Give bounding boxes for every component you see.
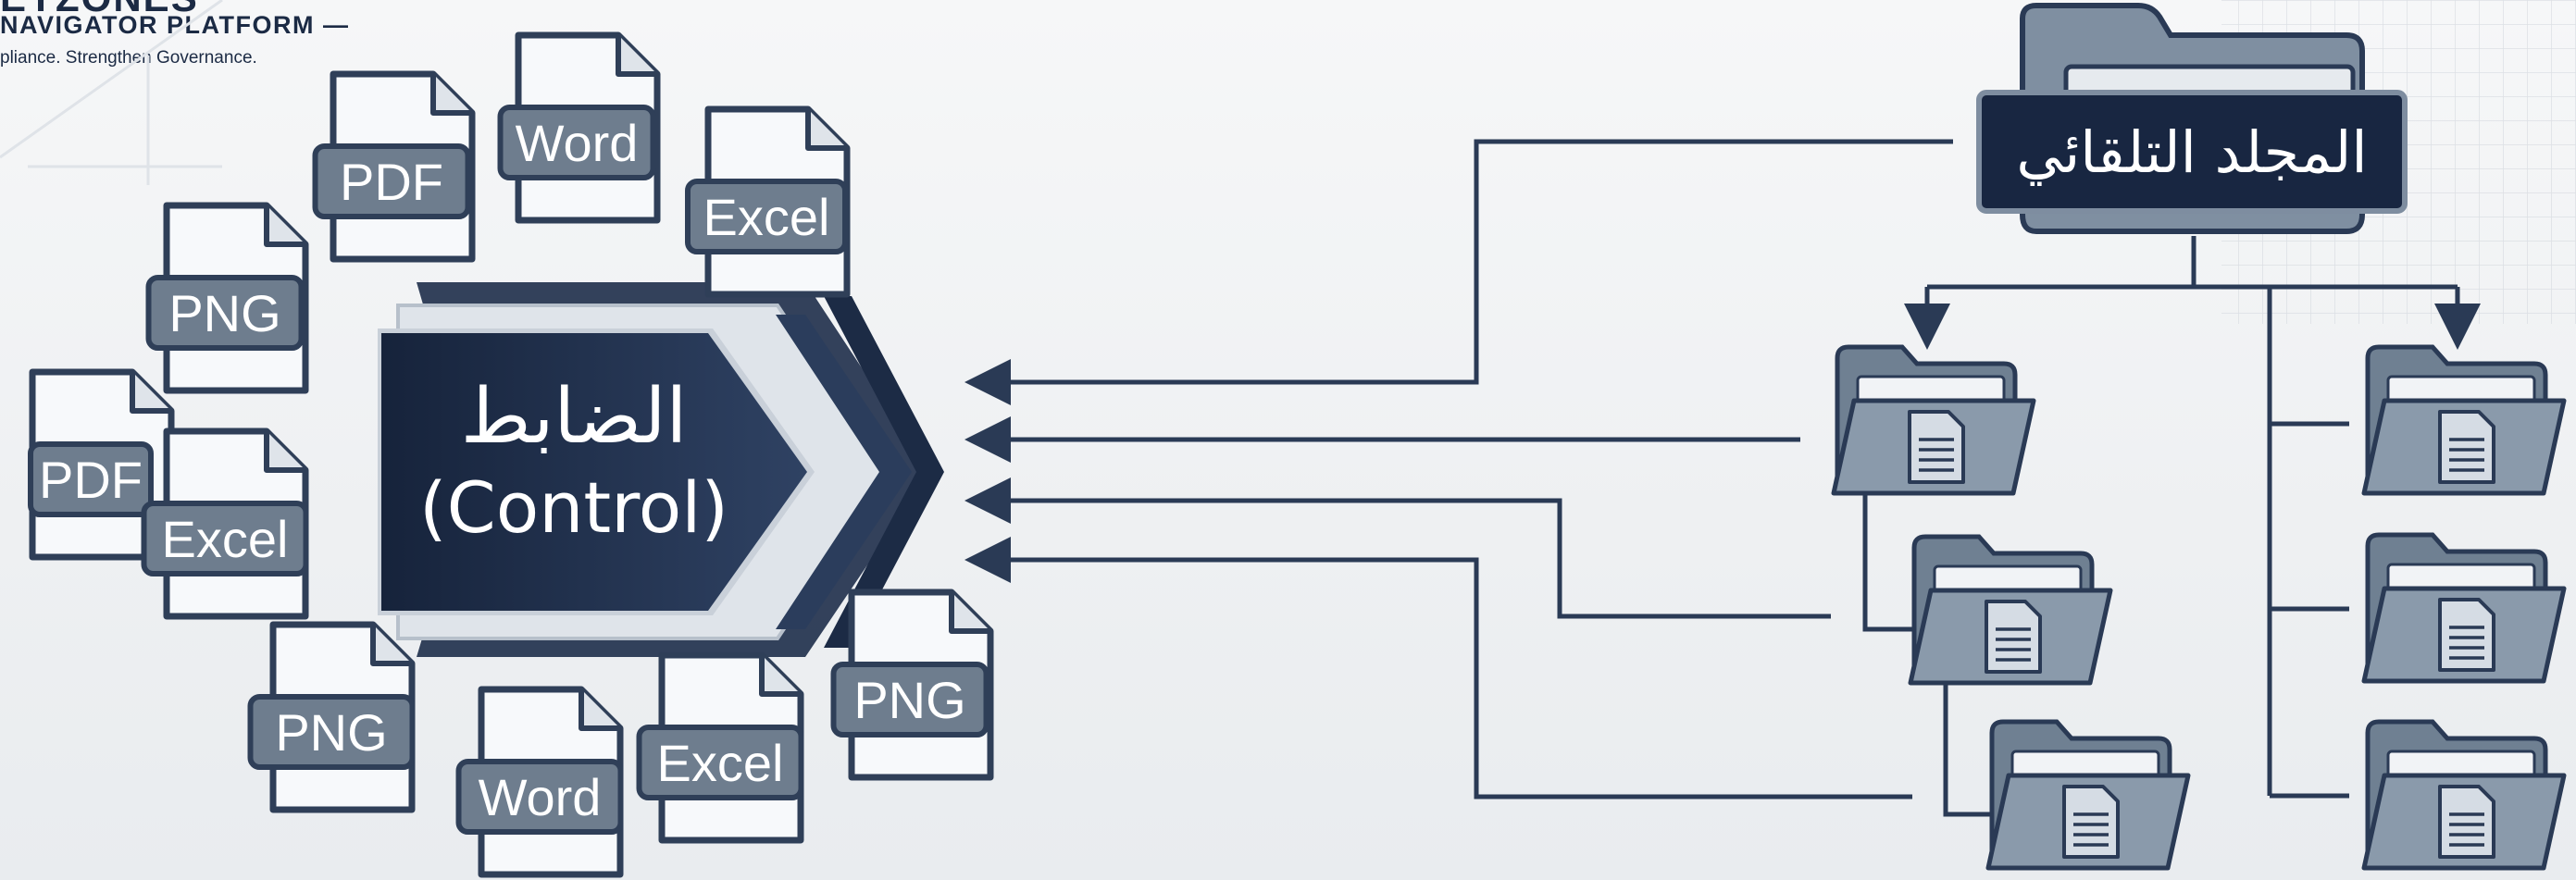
document-icon (2438, 410, 2495, 484)
file-type-label: PNG (275, 703, 387, 762)
file-icon-excel-top: Excel (685, 105, 851, 298)
file-icon-png-upper: PNG (145, 202, 309, 394)
document-icon (2062, 785, 2120, 859)
file-type-label: Word (479, 768, 602, 826)
file-icon-pdf-left: PDF (28, 368, 175, 561)
file-icon-word-top: Word (497, 31, 661, 224)
file-type-label: Word (516, 114, 639, 172)
document-icon (1985, 600, 2042, 674)
folder-icon-right-2 (2361, 532, 2567, 684)
file-icon-word-bottom: Word (455, 686, 624, 878)
brand-tagline: pliance. Strengthen Governance. (0, 48, 257, 68)
folder-icon-right-3 (2361, 719, 2567, 871)
brand-header: EYZONES NAVIGATOR PLATFORM — pliance. St… (0, 0, 389, 83)
file-type-label: PNG (168, 284, 280, 342)
file-type-label: PNG (853, 671, 965, 729)
folder-icon-left-2 (1908, 534, 2113, 686)
document-icon (1908, 410, 1965, 484)
file-icon-png-bottom-left: PNG (247, 621, 416, 813)
control-chevron: الضابط (Control) (378, 282, 944, 657)
file-type-label: PDF (39, 451, 143, 509)
auto-folder: المجلد التلقائي (1976, 3, 2408, 234)
file-icon-excel-left: Excel (141, 428, 309, 620)
connector-lines (964, 139, 2481, 817)
control-label-arabic: الضابط (461, 373, 688, 461)
file-icon-pdf-top: PDF (312, 70, 476, 263)
folder-icon-right-1 (2361, 344, 2567, 496)
file-icon-excel-bottom: Excel (636, 651, 804, 844)
document-icon (2438, 785, 2495, 859)
sub-folders (1831, 344, 2567, 871)
background-lines (0, 0, 223, 185)
control-label-english: (Control) (419, 466, 728, 549)
folder-icon-left-1 (1831, 344, 2036, 496)
file-type-label: Excel (703, 188, 830, 246)
brand-title: EYZONES (0, 0, 199, 20)
folder-icon-left-3 (1985, 719, 2191, 871)
file-icon-png-bottom-right: PNG (830, 589, 994, 781)
file-type-label: Excel (162, 510, 289, 568)
document-icon (2438, 598, 2495, 672)
auto-folder-label: المجلد التلقائي (2016, 118, 2367, 186)
file-type-label: Excel (657, 734, 784, 792)
file-type-label: PDF (340, 153, 443, 211)
